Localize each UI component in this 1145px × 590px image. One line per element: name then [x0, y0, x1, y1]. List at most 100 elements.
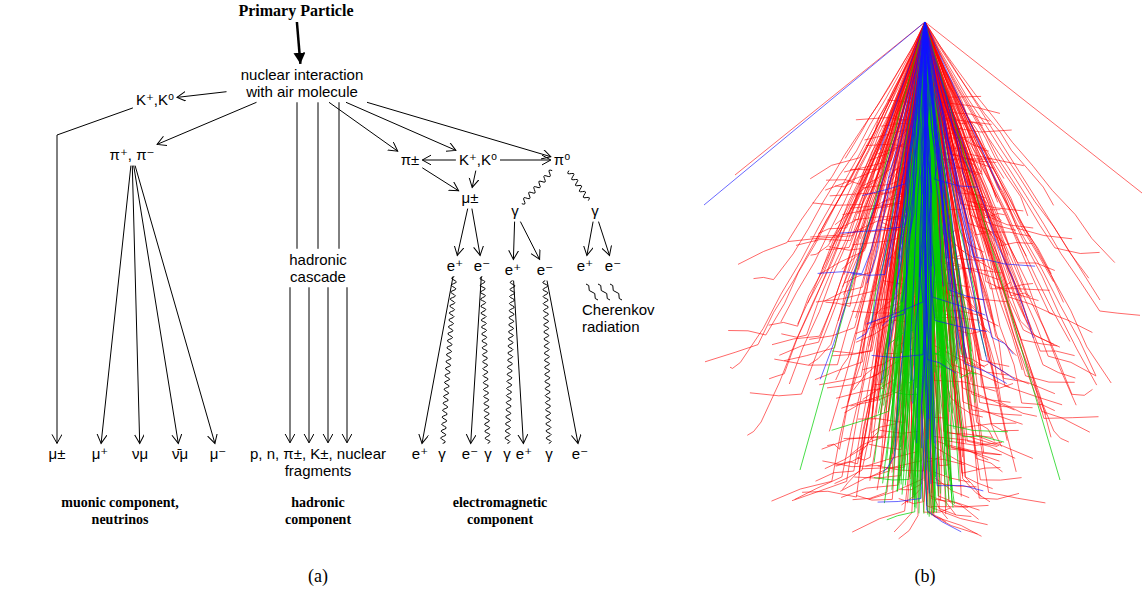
- particle-node: π⁰: [553, 151, 571, 168]
- particle-label: μ±: [49, 445, 66, 462]
- particle-node: γ: [510, 202, 520, 219]
- annotation-label: (b): [915, 566, 936, 587]
- particle-label: e⁻: [537, 261, 553, 278]
- arrow-connector: [472, 209, 480, 256]
- annotation-label: (a): [308, 566, 328, 587]
- particle-label: γ: [591, 202, 599, 219]
- particle-node: e⁻: [536, 261, 554, 278]
- particle-node: γ: [437, 445, 447, 462]
- particle-label: e⁻: [572, 445, 588, 462]
- particle-node: nuclear interaction with air molecule: [229, 66, 376, 101]
- parallel-line: [339, 102, 340, 249]
- arrow-connector: [514, 281, 524, 444]
- shower-track: [704, 22, 1035, 532]
- particle-node: μ±: [48, 445, 67, 462]
- particle-label: μ⁻: [210, 445, 227, 462]
- particle-label: π⁺, π⁻: [110, 146, 155, 163]
- particle-node: e⁺: [411, 445, 429, 462]
- particle-label: μ±: [462, 189, 479, 206]
- arrow-connector: [318, 102, 319, 249]
- particle-node: μ⁺: [91, 445, 110, 462]
- cherenkov-wave: [610, 284, 622, 300]
- annotation-label: muonic component, neutrinos: [50, 495, 190, 529]
- particle-label: ν̄μ: [172, 445, 188, 462]
- arrow-connector: [587, 222, 593, 256]
- particle-label: e⁺: [516, 445, 532, 462]
- cherenkov-wave: [598, 284, 610, 300]
- shower-track: [705, 22, 1142, 539]
- particle-node: γ: [502, 445, 512, 462]
- particle-label: e⁺: [505, 261, 521, 278]
- cherenkov-wave: [586, 284, 622, 300]
- arrow-connector: [309, 287, 310, 443]
- arrow-connector: [513, 222, 514, 260]
- particle-node: νμ: [131, 445, 149, 462]
- particle-label: p, n, π±, K±, nuclear fragments: [248, 445, 388, 480]
- particle-node: K⁺,K⁰: [458, 151, 498, 168]
- annotation-label: electromagnetic component: [435, 495, 565, 529]
- particle-node: γ: [590, 202, 600, 219]
- particle-label: Primary Particle: [238, 2, 353, 20]
- parallel-line: [347, 287, 348, 443]
- wavy-connector: [480, 277, 490, 444]
- wavy-connector: [568, 171, 590, 201]
- particle-label: e⁻: [462, 445, 478, 462]
- particle-node: e⁺: [515, 445, 533, 462]
- particle-label: νμ: [132, 445, 148, 462]
- particle-node: μ±: [461, 189, 480, 206]
- particle-node: K⁺,K⁰: [135, 91, 175, 108]
- particle-node: ν̄μ: [171, 445, 189, 462]
- particle-node: γ: [544, 445, 554, 462]
- wavy-connector: [505, 281, 515, 444]
- wavy-connector: [441, 277, 457, 444]
- particle-label: γ: [438, 445, 446, 462]
- arrow-connector: [471, 277, 482, 444]
- particle-label: e⁻: [474, 257, 490, 274]
- particle-label: e⁺: [577, 257, 593, 274]
- arrow-connector: [457, 209, 467, 256]
- arrow-connector: [132, 166, 139, 444]
- particle-label: γ: [511, 202, 519, 219]
- particle-node: e⁻: [604, 257, 622, 274]
- particle-node: π⁺, π⁻: [109, 146, 156, 163]
- particle-node: hadronic cascade: [278, 251, 358, 286]
- arrow-connector: [346, 102, 456, 150]
- particle-label: γ: [484, 445, 492, 462]
- particle-node: p, n, π±, K±, nuclear fragments: [247, 445, 389, 480]
- wavy-connector: [543, 281, 551, 444]
- particle-label: K⁺,K⁰: [459, 151, 497, 168]
- particle-node: e⁺: [576, 257, 594, 274]
- arrow-connector: [547, 281, 578, 444]
- arrow-connector: [520, 222, 539, 260]
- particle-node: Primary Particle: [237, 2, 354, 20]
- arrow-connector: [472, 171, 476, 188]
- particle-label: π⁰: [554, 151, 570, 168]
- arrow-connector: [367, 102, 551, 156]
- particle-label: nuclear interaction with air molecule: [230, 66, 375, 101]
- particle-node: e⁻: [473, 257, 491, 274]
- particle-label: γ: [545, 445, 553, 462]
- particle-node: e⁺: [504, 261, 522, 278]
- arrow-connector: [297, 22, 301, 64]
- arrow-connector: [599, 222, 610, 256]
- particle-label: e⁺: [447, 257, 463, 274]
- arrow-connector: [422, 168, 458, 191]
- particle-label: hadronic cascade: [279, 251, 357, 286]
- particle-node: e⁻: [461, 445, 479, 462]
- annotation-label: hadronic component: [268, 495, 368, 529]
- particle-label: e⁺: [412, 445, 428, 462]
- parallel-line: [290, 287, 291, 443]
- particle-label: γ: [503, 445, 511, 462]
- particle-node: e⁻: [571, 445, 589, 462]
- particle-node: μ⁻: [209, 445, 228, 462]
- arrow-connector: [134, 166, 179, 444]
- parallel-line: [297, 102, 298, 249]
- parallel-line: [328, 287, 329, 443]
- annotation-label: Cherenkov radiation: [582, 301, 662, 336]
- arrow-connector: [101, 166, 131, 444]
- arrow-connector: [135, 166, 215, 444]
- particle-node: e⁺: [446, 257, 464, 274]
- arrow-connector: [500, 160, 551, 161]
- particle-node: π±: [400, 151, 421, 168]
